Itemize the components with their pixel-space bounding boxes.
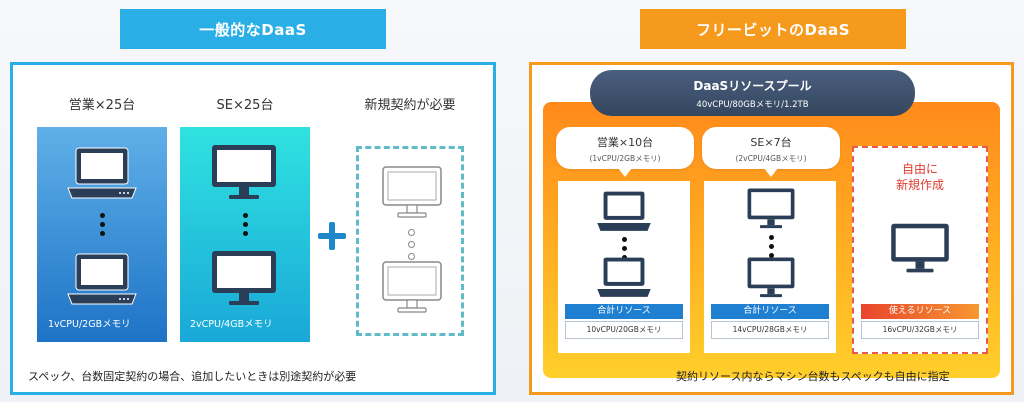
- pool-title: DaaSリソースプール: [693, 79, 812, 93]
- se-resource-head: 合計リソース: [711, 304, 829, 319]
- pool-spec: 40vCPU/80GBメモリ/1.2TB: [696, 100, 809, 110]
- sales-bubble-title: 営業×10台: [596, 136, 654, 149]
- left-banner: 一般的なDaaS: [120, 9, 386, 49]
- monitor-icon: [747, 188, 795, 229]
- se-bubble: SE×7台 (2vCPU/4GBメモリ): [702, 127, 840, 177]
- resource-pool: DaaSリソースプール 40vCPU/80GBメモリ/1.2TB: [590, 70, 915, 116]
- monitor-icon: [212, 251, 276, 305]
- more-dots-icon: [242, 213, 248, 240]
- monitor-outline-icon: [382, 261, 442, 313]
- se-spec-label: 2vCPU/4GBメモリ: [190, 319, 273, 330]
- free-resource-value: 16vCPU/32GBメモリ: [861, 321, 979, 339]
- sales-bubble: 営業×10台 (1vCPU/2GBメモリ): [556, 127, 694, 177]
- sales-bubble-spec: (1vCPU/2GBメモリ): [589, 154, 661, 163]
- sales-resource-value: 10vCPU/20GBメモリ: [565, 321, 683, 339]
- free-title-line1: 自由に: [901, 162, 938, 176]
- se-resource-value: 14vCPU/28GBメモリ: [711, 321, 829, 339]
- right-footnote: 契約リソース内ならマシン台数もスペックも自由に指定: [676, 370, 950, 383]
- more-dots-icon: [621, 237, 627, 264]
- se-25-label: SE×25台: [216, 98, 274, 113]
- more-dots-icon: [99, 213, 105, 240]
- right-banner: フリービットのDaaS: [640, 9, 906, 49]
- monitor-icon: [891, 223, 949, 273]
- new-contract-label: 新規契約が必要: [364, 98, 456, 113]
- free-title-line2: 新規作成: [895, 178, 944, 192]
- free-resource-head: 使えるリソース: [861, 304, 979, 319]
- laptop-icon: [597, 191, 651, 231]
- sales-resource-head: 合計リソース: [565, 304, 683, 319]
- monitor-icon: [212, 145, 276, 199]
- monitor-outline-icon: [382, 166, 442, 218]
- more-dots-icon: [768, 235, 774, 262]
- laptop-icon: [597, 257, 651, 297]
- sales-spec-label: 1vCPU/2GBメモリ: [48, 319, 131, 330]
- plus-icon: [318, 222, 346, 250]
- left-footnote: スペック、台数固定契約の場合、追加したいときは別途契約が必要: [28, 370, 357, 383]
- monitor-icon: [747, 257, 795, 298]
- more-dots-icon: [408, 229, 415, 265]
- free-title: 自由に 新規作成: [852, 161, 988, 193]
- sales-25-label: 営業×25台: [68, 98, 136, 113]
- laptop-icon: [67, 253, 137, 305]
- se-bubble-spec: (2vCPU/4GBメモリ): [735, 154, 807, 163]
- laptop-icon: [67, 147, 137, 199]
- se-bubble-title: SE×7台: [750, 136, 792, 149]
